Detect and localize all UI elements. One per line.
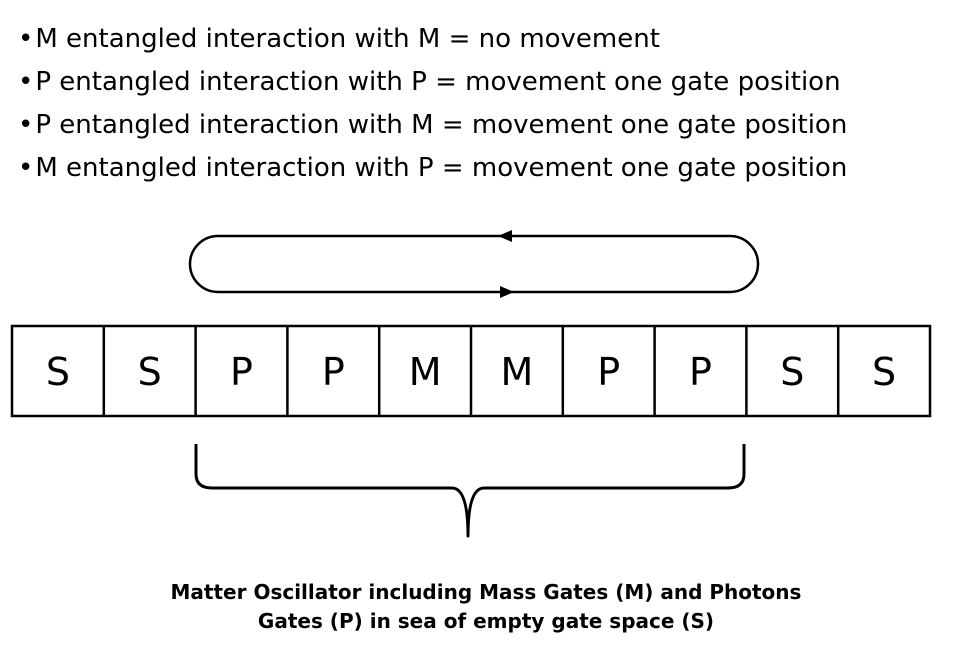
circulation-loop [188,234,760,294]
rule-list: M entangled interaction with M = no move… [18,18,847,190]
rule-item: P entangled interaction with M = movemen… [18,104,847,147]
gate-cell-label: P [322,350,345,394]
gate-cell-label: S [780,350,804,394]
gate-cell-label: P [230,350,253,394]
rule-item: P entangled interaction with P = movemen… [18,61,847,104]
arrow-right-icon [500,286,514,298]
arrow-left-icon [498,230,512,242]
rule-item: M entangled interaction with P = movemen… [18,147,847,190]
caption-line-2: Gates (P) in sea of empty gate space (S) [257,609,715,633]
gate-cell-label: P [689,350,712,394]
diagram-caption: Matter Oscillator including Mass Gates (… [0,578,972,636]
caption-line-1: Matter Oscillator including Mass Gates (… [170,580,802,604]
gate-cell-label: S [138,350,162,394]
gate-cell-label: M [501,350,534,394]
gate-cell-label: S [46,350,70,394]
rule-item: M entangled interaction with M = no move… [18,18,847,61]
oscillator-brace [194,444,746,538]
gate-cell-label: P [597,350,620,394]
gate-cell-label: M [409,350,442,394]
gate-cell-label: S [872,350,896,394]
